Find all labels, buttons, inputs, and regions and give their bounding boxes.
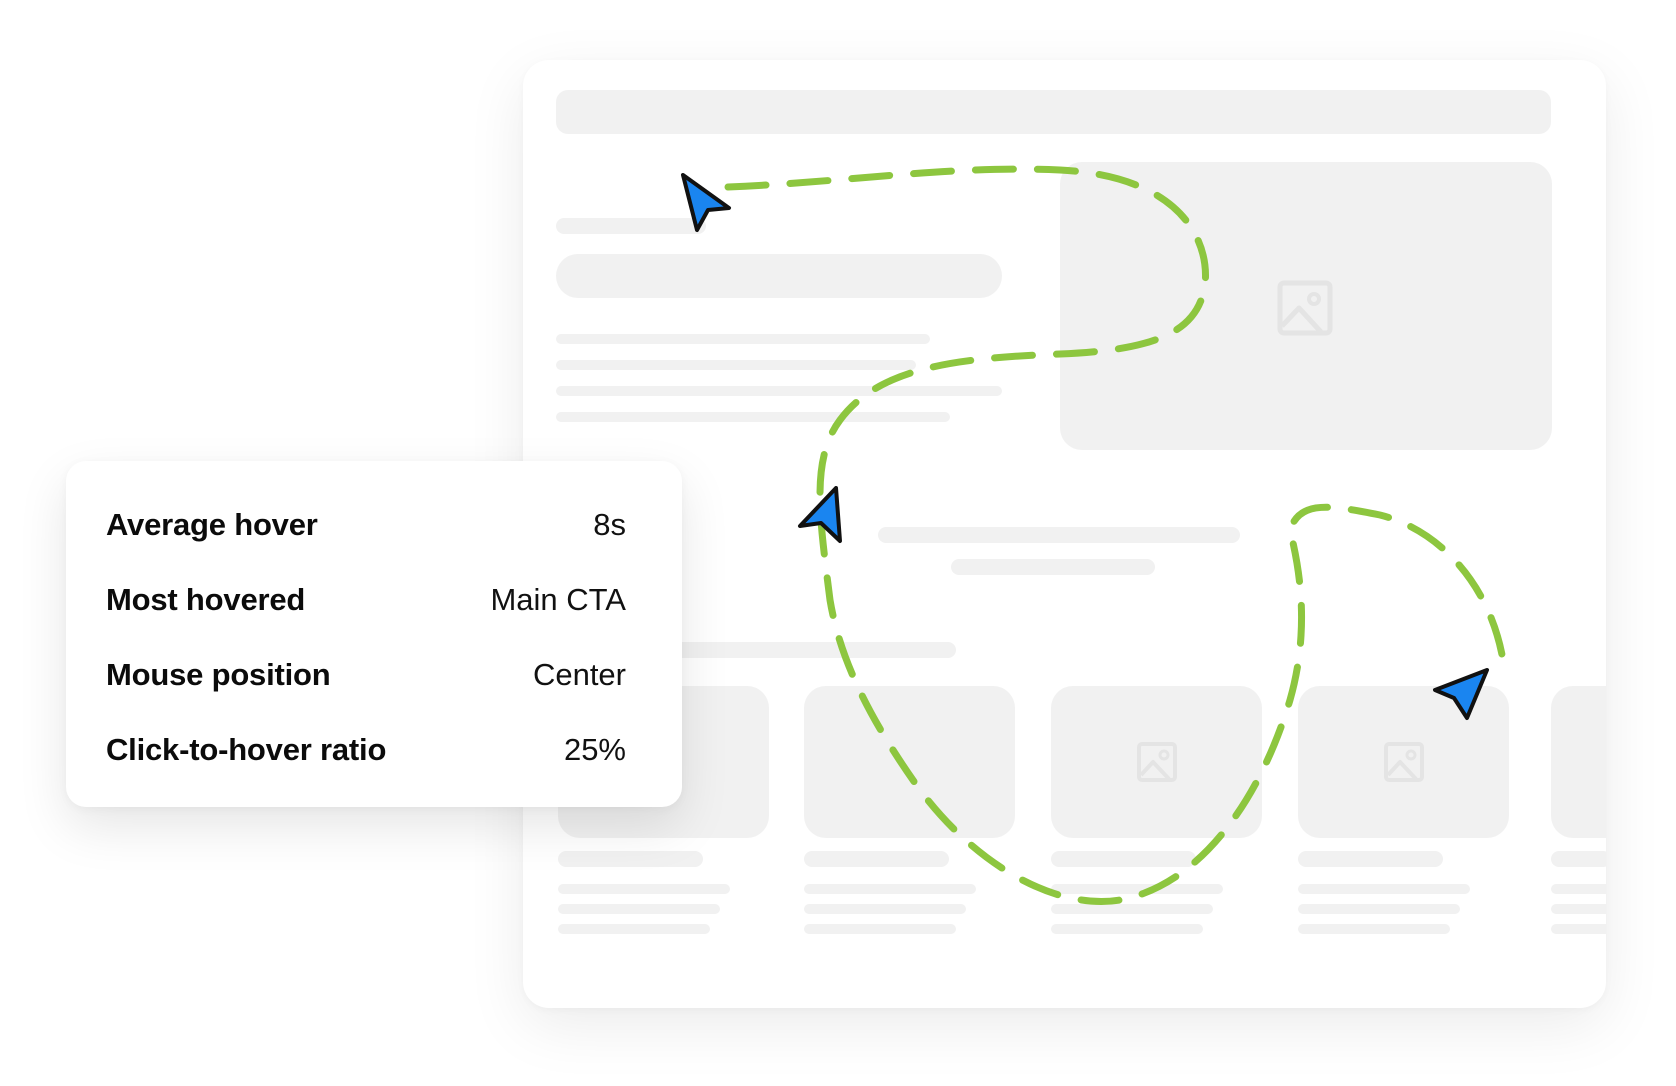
- wireframe-card-line: [1298, 904, 1460, 914]
- stat-row-click-to-hover-ratio: Click-to-hover ratio 25%: [106, 730, 626, 770]
- wireframe-card-line: [804, 904, 966, 914]
- wireframe-card-line: [1551, 924, 1606, 934]
- wireframe-card-title: [558, 851, 703, 867]
- stat-row-mouse-position: Mouse position Center: [106, 655, 626, 695]
- wireframe-text-line: [556, 386, 1002, 396]
- wireframe-card-line: [558, 904, 720, 914]
- stat-row-most-hovered: Most hovered Main CTA: [106, 580, 626, 620]
- stat-value: Center: [532, 657, 626, 692]
- wireframe-card-line: [1051, 904, 1213, 914]
- wireframe-text-line: [556, 412, 950, 422]
- wireframe-card-line: [1298, 884, 1470, 894]
- wireframe-card-image: [804, 686, 1015, 838]
- wireframe-card-line: [558, 924, 710, 934]
- stat-label: Most hovered: [106, 582, 306, 617]
- stat-label: Click-to-hover ratio: [106, 732, 387, 767]
- wireframe-eyebrow-line: [556, 218, 706, 234]
- image-placeholder-icon: [1382, 740, 1426, 784]
- wireframe-card-line: [1051, 884, 1223, 894]
- wireframe-section-title: [878, 527, 1240, 543]
- wireframe-section-subtitle: [951, 559, 1155, 575]
- wireframe-text-line: [556, 334, 930, 344]
- wireframe-card-line: [1298, 924, 1450, 934]
- stat-row-average-hover: Average hover 8s: [106, 505, 626, 545]
- wireframe-card-line: [558, 884, 730, 894]
- image-placeholder-icon: [1275, 278, 1335, 338]
- stat-value: Main CTA: [490, 582, 626, 617]
- stat-value: 25%: [563, 732, 626, 767]
- wireframe-text-line: [556, 360, 916, 370]
- wireframe-page: [523, 60, 1606, 1008]
- wireframe-card-title: [804, 851, 949, 867]
- wireframe-card-title: [1298, 851, 1443, 867]
- wireframe-card-line: [1551, 884, 1606, 894]
- wireframe-card-line: [804, 924, 956, 934]
- wireframe-card-title: [1551, 851, 1606, 867]
- wireframe-card-line: [1551, 904, 1606, 914]
- wireframe-card-line: [1051, 924, 1203, 934]
- stat-label: Mouse position: [106, 657, 331, 692]
- stat-label: Average hover: [106, 507, 318, 542]
- stat-value: 8s: [593, 507, 626, 542]
- wireframe-card-title: [1051, 851, 1196, 867]
- wireframe-headline-bar: [556, 254, 1002, 298]
- image-placeholder-icon: [1135, 740, 1179, 784]
- wireframe-header-bar: [556, 90, 1551, 134]
- wireframe-card-image: [1551, 686, 1606, 838]
- hover-stats-card: Average hover 8s Most hovered Main CTA M…: [66, 461, 682, 807]
- wireframe-card-line: [804, 884, 976, 894]
